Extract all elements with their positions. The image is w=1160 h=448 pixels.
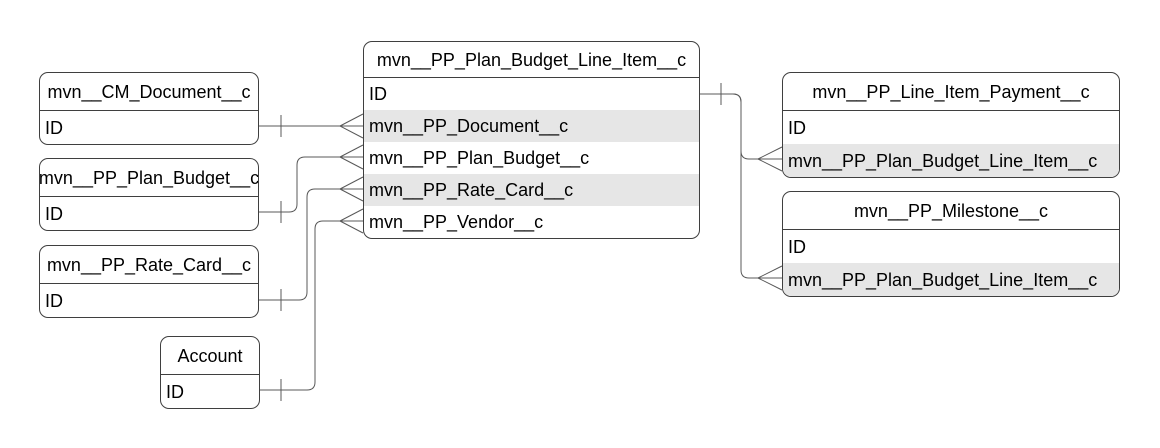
- edge-path: [259, 156, 340, 213]
- table-title: mvn__PP_Plan_Budget__c: [40, 159, 258, 197]
- table-title: mvn__CM_Document__c: [40, 73, 258, 111]
- relationship-cm-document-to-plan-budget-line-item: [259, 113, 364, 139]
- edge-path: [260, 220, 340, 391]
- relationship-plan-budget-line-item-to-line-item-payment: [700, 83, 783, 172]
- field-row-mvn-pp-plan-budget-line-item-c: mvn__PP_Plan_Budget_Line_Item__c: [783, 144, 1119, 177]
- edge-path: [259, 188, 340, 301]
- table-title: Account: [161, 337, 259, 375]
- relationship-plan-budget-line-item-to-milestone: [700, 83, 783, 291]
- table-title: mvn__PP_Rate_Card__c: [40, 246, 258, 284]
- field-row-id: ID: [788, 236, 806, 257]
- edge-path: [700, 93, 758, 279]
- table-title: mvn__PP_Plan_Budget_Line_Item__c: [364, 42, 699, 78]
- cardinality-many-crowfoot: [339, 113, 364, 139]
- cardinality-many-crowfoot: [757, 265, 783, 291]
- field-row-mvn-pp-vendor-c: mvn__PP_Vendor__c: [369, 212, 544, 232]
- relationship-account-to-plan-budget-line-item: [260, 208, 364, 401]
- field-row-mvn-pp-plan-budget-line-item-c: mvn__PP_Plan_Budget_Line_Item__c: [783, 263, 1119, 296]
- field-row-id: ID: [45, 290, 63, 311]
- cardinality-many-crowfoot: [339, 176, 364, 202]
- cardinality-many-crowfoot: [757, 146, 783, 172]
- field-row-id: ID: [166, 381, 184, 402]
- table-title: mvn__PP_Milestone__c: [783, 192, 1119, 230]
- field-row-id: ID: [45, 203, 63, 224]
- cardinality-many-crowfoot: [339, 144, 364, 170]
- field-row-mvn-pp-plan-budget-c: mvn__PP_Plan_Budget__c: [369, 148, 590, 168]
- relationship-pp-rate-card-to-plan-budget-line-item: [259, 176, 364, 311]
- cardinality-many-crowfoot: [339, 208, 364, 234]
- edge-path: [700, 93, 758, 160]
- field-row-mvn-pp-rate-card-c: mvn__PP_Rate_Card__c: [364, 174, 699, 206]
- field-row-mvn-pp-document-c: mvn__PP_Document__c: [364, 110, 699, 142]
- field-row-id: ID: [45, 117, 63, 138]
- table-title: mvn__PP_Line_Item_Payment__c: [783, 73, 1119, 111]
- field-row-id: ID: [788, 117, 806, 138]
- field-row-id: ID: [369, 84, 387, 104]
- relationship-pp-plan-budget-to-plan-budget-line-item: [259, 144, 364, 223]
